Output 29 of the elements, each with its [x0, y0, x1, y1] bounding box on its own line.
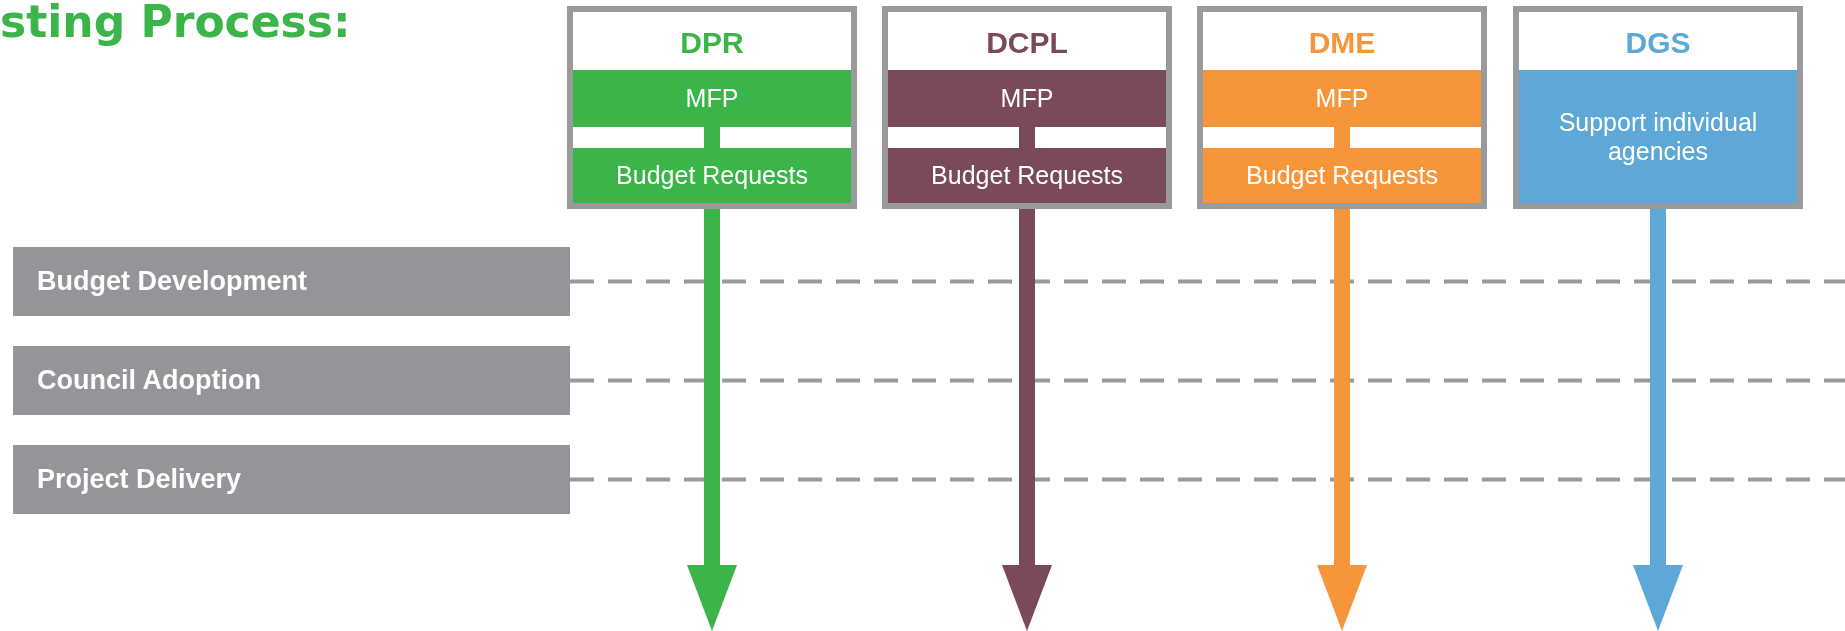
connector-line	[1334, 127, 1350, 148]
phase-bar: Council Adoption	[13, 346, 570, 415]
process-box: Support individual agencies	[1519, 70, 1797, 203]
phase-bar: Project Delivery	[13, 445, 570, 514]
agency-name: DGS	[1624, 26, 1692, 60]
diagram-title: sting Process:	[0, 0, 351, 47]
process-box: Budget Requests	[888, 148, 1166, 203]
agency-name: DPR	[679, 26, 745, 60]
agency-card	[567, 6, 857, 209]
process-box: MFP	[1203, 70, 1481, 127]
process-box: MFP	[888, 70, 1166, 127]
process-box: Budget Requests	[1203, 148, 1481, 203]
process-box: MFP	[573, 70, 851, 127]
arrow	[1633, 209, 1683, 631]
dashed-line	[570, 378, 1845, 383]
phase-bar: Budget Development	[13, 247, 570, 316]
agency-card	[1197, 6, 1487, 209]
dashed-line	[570, 279, 1845, 284]
agency-card	[882, 6, 1172, 209]
arrow	[1317, 209, 1367, 631]
arrow	[687, 209, 737, 631]
agency-name: DME	[1307, 26, 1377, 60]
connector-line	[704, 127, 720, 148]
connector-line	[1019, 127, 1035, 148]
arrow	[1002, 209, 1052, 631]
agency-name: DCPL	[985, 26, 1069, 60]
process-box: Budget Requests	[573, 148, 851, 203]
dashed-line	[570, 477, 1845, 482]
agency-card	[1513, 6, 1803, 209]
